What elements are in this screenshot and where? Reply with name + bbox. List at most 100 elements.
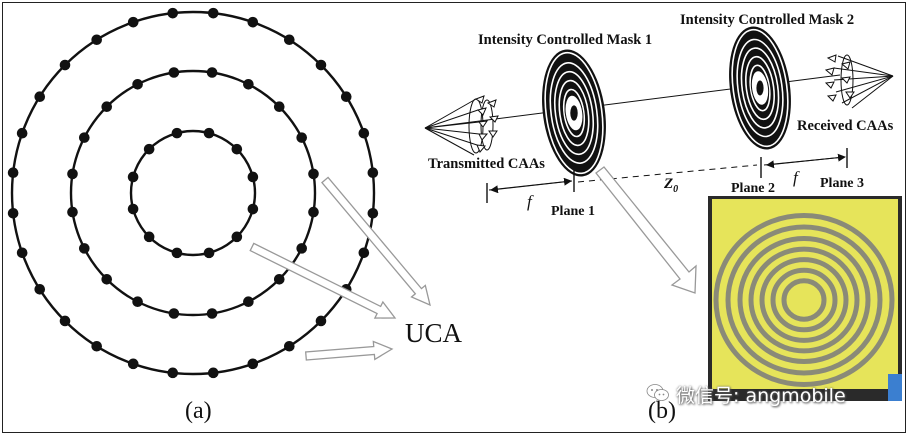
- focal-length-label-2: f: [793, 168, 798, 187]
- antenna-element: [91, 34, 103, 46]
- antenna-element: [358, 247, 370, 259]
- antenna-element: [67, 168, 78, 180]
- mask-2-label: Intensity Controlled Mask 2: [680, 12, 855, 28]
- antenna-element: [231, 231, 243, 243]
- watermark: 微信号: angmobile: [640, 380, 908, 407]
- antenna-element: [296, 243, 308, 254]
- distance-lines: [488, 153, 846, 194]
- mask-gap: [745, 55, 775, 121]
- mask-gap: [731, 28, 789, 148]
- mask-center: [570, 105, 578, 121]
- antenna-element: [283, 34, 295, 46]
- antenna-element: [315, 59, 327, 71]
- antenna-element: [16, 127, 28, 139]
- antenna-element: [78, 243, 90, 254]
- fabricated-mask-photo: [708, 196, 902, 401]
- antenna-element: [308, 206, 319, 218]
- antenna-element: [167, 7, 179, 19]
- antenna-element: [247, 203, 259, 215]
- uca-label: UCA: [405, 318, 463, 348]
- intensity-mask-2: [729, 26, 791, 150]
- transmitted-beam-bundle: [424, 98, 494, 156]
- antenna-element: [78, 132, 90, 143]
- uca-callout-arrow-middle: [249, 242, 397, 319]
- photo-ring: [770, 267, 838, 333]
- antenna-element: [127, 203, 139, 215]
- plane-2-label: Plane 2: [731, 181, 775, 196]
- antenna-element: [203, 127, 215, 139]
- antenna-element: [207, 367, 219, 379]
- antenna-element: [132, 296, 143, 308]
- antenna-element: [206, 308, 218, 319]
- intensity-mask-1: [542, 49, 606, 177]
- antenna-element: [59, 59, 71, 71]
- mask-gap: [749, 64, 771, 112]
- photo-ring: [713, 213, 895, 387]
- antenna-element: [7, 207, 19, 219]
- antenna-element: [273, 101, 285, 113]
- received-beam-bundle: [833, 54, 894, 109]
- antenna-element: [34, 283, 46, 295]
- caption-a: (a): [185, 398, 212, 424]
- antenna-element: [16, 247, 28, 259]
- mask-gap: [544, 51, 604, 175]
- antenna-element: [206, 67, 218, 78]
- photo-ring: [725, 224, 883, 376]
- antenna-element: [340, 91, 352, 103]
- antenna-element: [203, 247, 215, 259]
- plane-3-label: Plane 3: [820, 176, 864, 191]
- antenna-element: [171, 127, 183, 139]
- antenna-element: [367, 167, 379, 179]
- antenna-element: [127, 171, 139, 183]
- photo-ring: [748, 246, 860, 354]
- antenna-element: [132, 78, 143, 90]
- antenna-element: [91, 340, 103, 352]
- antenna-element: [127, 16, 139, 28]
- mask-gap: [562, 88, 586, 138]
- uca-ring-middle: [69, 69, 317, 317]
- antenna-element: [34, 91, 46, 103]
- antenna-element: [247, 171, 259, 183]
- antenna-element: [247, 16, 259, 28]
- antenna-element: [358, 127, 370, 139]
- transmitted-beam-arrows: [474, 95, 499, 153]
- antenna-element: [101, 273, 113, 285]
- mask-gap: [736, 38, 784, 138]
- plane-1-label: Plane 1: [551, 204, 595, 219]
- uca-callout-arrow-inner: [304, 340, 394, 361]
- mask-gap: [549, 62, 599, 164]
- antenna-element: [315, 315, 327, 327]
- antenna-element: [231, 143, 243, 155]
- antenna-element: [171, 247, 183, 259]
- photo-ring: [781, 278, 827, 322]
- antenna-element: [143, 231, 155, 243]
- antenna-element: [283, 340, 295, 352]
- plane-markers: [486, 148, 848, 203]
- watermark-text: 微信号: angmobile: [676, 385, 846, 407]
- antenna-element: [59, 315, 71, 327]
- mask-gap: [740, 47, 780, 129]
- antenna-element: [168, 308, 180, 319]
- photo-ring: [737, 236, 871, 364]
- mask-center: [756, 80, 764, 96]
- antenna-element: [367, 207, 379, 219]
- antenna-element: [101, 101, 113, 113]
- antenna-element: [168, 67, 180, 78]
- mask-1-label: Intensity Controlled Mask 1: [478, 32, 653, 48]
- uca-callout-arrow-outer: [321, 176, 431, 307]
- antenna-element: [207, 7, 219, 19]
- transmitted-caas-label: Transmitted CAAs: [428, 156, 545, 172]
- focal-length-label-1: f: [527, 192, 532, 211]
- photo-callout-arrow: [595, 166, 697, 294]
- antenna-element: [67, 206, 78, 218]
- antenna-element: [296, 132, 308, 143]
- figure-border: [2, 2, 906, 433]
- antenna-element: [167, 367, 179, 379]
- antenna-element: [243, 78, 254, 90]
- antenna-element: [273, 273, 285, 285]
- antenna-element: [308, 168, 319, 180]
- received-caas-label: Received CAAs: [797, 118, 894, 134]
